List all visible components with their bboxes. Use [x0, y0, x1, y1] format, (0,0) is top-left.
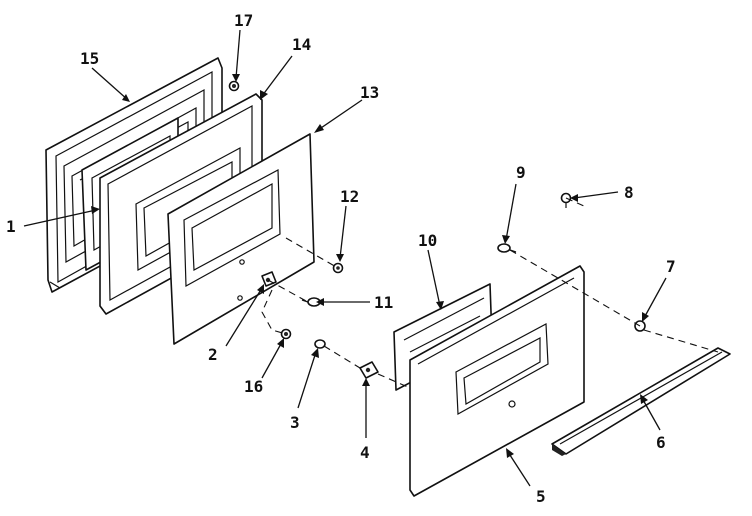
callout-1: 1	[6, 217, 16, 236]
callout-11: 11	[374, 293, 393, 312]
part-16-nut	[280, 328, 292, 340]
leader-lines	[23, 29, 667, 487]
part-8-screw	[560, 192, 572, 208]
callout-14: 14	[292, 35, 311, 54]
callout-17: 17	[234, 11, 253, 30]
part-4-hinge-clip	[359, 361, 379, 379]
part-3-spacer	[314, 339, 326, 349]
callout-3: 3	[290, 413, 300, 432]
part-9-screw	[497, 243, 517, 253]
callout-7: 7	[666, 257, 676, 276]
part-17-screw	[228, 80, 240, 92]
callout-8: 8	[624, 183, 634, 202]
callout-13: 13	[360, 83, 379, 102]
callout-16: 16	[244, 377, 263, 396]
callout-10: 10	[418, 231, 437, 250]
part-13-door-frame	[167, 133, 315, 345]
callout-4: 4	[360, 443, 370, 462]
callout-2: 2	[208, 345, 218, 364]
callout-5: 5	[536, 487, 546, 506]
callout-labels: 15 17 14 13 1 12 11 2 16 3 4 9 8 10 7 6 …	[6, 11, 676, 506]
assembly-lines	[261, 197, 719, 389]
part-5-outer-door	[409, 265, 585, 497]
callout-12: 12	[340, 187, 359, 206]
callout-15: 15	[80, 49, 99, 68]
callout-9: 9	[516, 163, 526, 182]
callout-6: 6	[656, 433, 666, 452]
